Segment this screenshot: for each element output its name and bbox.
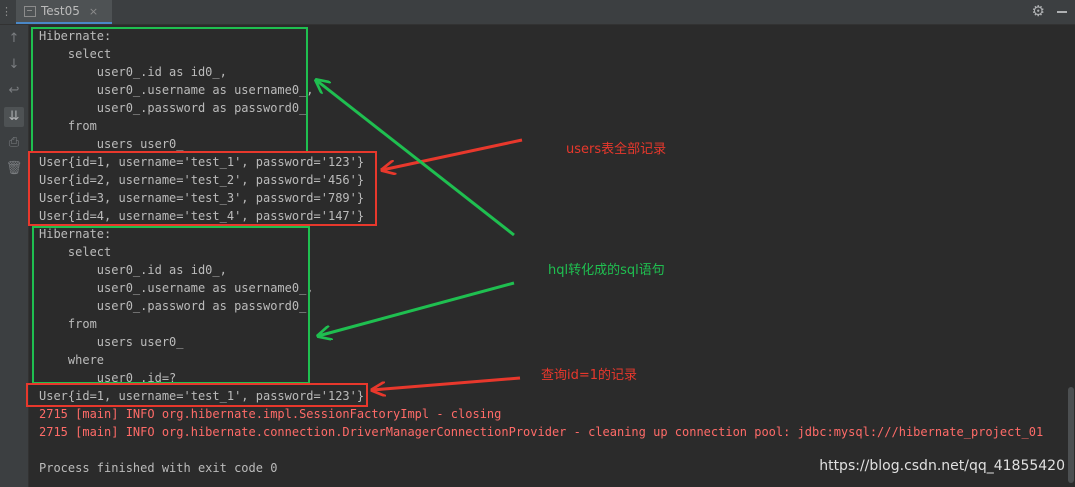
console-line: user0_.id as id0_, [39, 263, 227, 277]
console-line: select [39, 47, 112, 61]
console-line: from [39, 119, 97, 133]
run-config-icon [24, 5, 36, 17]
console-line: user0_.username as username0_, [39, 281, 314, 295]
console-line: Hibernate: [39, 29, 119, 43]
tab-title: Test05 [41, 4, 80, 18]
console-line: user0_.password as password0_ [39, 299, 314, 313]
close-icon[interactable]: × [88, 4, 99, 18]
console-line: User{id=4, username='test_4', password='… [39, 209, 365, 223]
console-line: User{id=2, username='test_2', password='… [39, 173, 365, 187]
console-line: user0_.username as username0_, [39, 83, 314, 97]
soft-wrap-icon[interactable]: ↩ [8, 83, 20, 98]
console-line: User{id=3, username='test_3', password='… [39, 191, 365, 205]
watermark: https://blog.csdn.net/qq_41855420 [819, 458, 1065, 474]
console-line: select [39, 245, 112, 259]
more-icon[interactable]: ⋮ [1, 5, 12, 18]
console-line [39, 441, 1043, 459]
gear-icon[interactable]: ⚙ [1031, 2, 1045, 20]
annotation-query-id1: 查询id=1的记录 [541, 368, 638, 383]
console-output[interactable]: Hibernate: select user0_.id as id0_, use… [39, 27, 1043, 477]
console-error-line: 2715 [main] INFO org.hibernate.impl.Sess… [39, 407, 502, 421]
console-error-line: 2715 [main] INFO org.hibernate.connectio… [39, 425, 1044, 439]
console-line: users user0_ [39, 335, 191, 349]
print-icon[interactable]: ⎙ [8, 135, 20, 150]
scrollbar-thumb[interactable] [1068, 387, 1074, 483]
run-tab-bar: ⋮ Test05 × ⚙ [0, 0, 1075, 25]
trash-icon[interactable]: 🗑 [5, 161, 23, 176]
tab-test05[interactable]: Test05 × [16, 0, 112, 24]
vertical-scrollbar[interactable] [1067, 25, 1075, 487]
annotation-hql-to-sql: hql转化成的sql语句 [548, 263, 665, 278]
arrow-down-icon[interactable]: ↓ [8, 57, 20, 72]
scroll-to-end-icon[interactable]: ⇊ [4, 107, 24, 127]
console-line: Hibernate: [39, 227, 119, 241]
console-line: user0_.id as id0_, [39, 65, 227, 79]
arrow-up-icon[interactable]: ↑ [8, 31, 20, 46]
console-line: User{id=1, username='test_1', password='… [39, 155, 365, 169]
console-line: Process finished with exit code 0 [39, 461, 278, 475]
console-line: User{id=1, username='test_1', password='… [39, 389, 365, 403]
console-line: users user0_ [39, 137, 184, 151]
console-toolbar: ↑ ↓ ↩ ⇊ ⎙ 🗑 [0, 25, 29, 487]
annotation-users-all: users表全部记录 [566, 142, 667, 157]
console-line: user0_.password as password0_ [39, 101, 314, 115]
console-line: from [39, 317, 97, 331]
minus-icon[interactable] [1057, 11, 1067, 13]
